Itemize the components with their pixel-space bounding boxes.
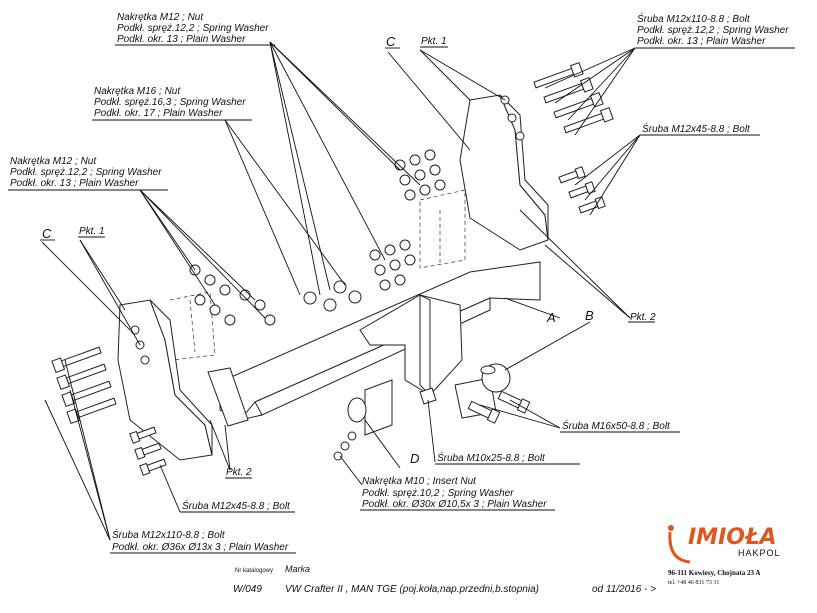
- svg-text:Podkł. okr. Ø36x Ø13x 3 ; Pla: Podkł. okr. Ø36x Ø13x 3 ; Plain Washer: [112, 542, 289, 553]
- label-pkt1-left: Pkt. 1: [79, 226, 105, 237]
- svg-text:Nakrętka M16 ; Nut: Nakrętka M16 ; Nut: [94, 86, 181, 97]
- svg-text:Nakrętka M12 ; Nut: Nakrętka M12 ; Nut: [10, 156, 97, 167]
- socket-support: [359, 294, 463, 397]
- svg-text:Podkł. spręż.10,2 ; Spring Was: Podkł. spręż.10,2 ; Spring Washer: [362, 488, 514, 499]
- date-range: od 11/2016 - >: [592, 584, 656, 595]
- bolts-m16x50: [467, 390, 531, 424]
- label-d: D: [410, 451, 419, 466]
- bolts-m12x110-left: [51, 346, 117, 425]
- label-underlines: [8, 44, 795, 554]
- svg-text:Podkł. spręż.16,3 ; Spring Was: Podkł. spręż.16,3 ; Spring Washer: [94, 97, 246, 108]
- label-pkt2-right: Pkt. 2: [630, 312, 656, 323]
- frame-hidden-lines: [169, 189, 466, 361]
- footer: Nr katalogowy Marka W/049 VW Crafter II …: [233, 564, 656, 595]
- svg-text:Nakrętka M12 ; Nut: Nakrętka M12 ; Nut: [117, 12, 204, 23]
- svg-text:Podkł. okr. 13 ; Plain Washer: Podkł. okr. 13 ; Plain Washer: [117, 34, 246, 45]
- label-c-left: C: [42, 226, 52, 241]
- svg-text:Podkł. spręż.12,2 ; Spring Was: Podkł. spręż.12,2 ; Spring Washer: [117, 23, 269, 34]
- label-pkt1-top: Pkt. 1: [421, 36, 447, 47]
- bolt-m10x25: [419, 387, 437, 405]
- label-nut-m10: Nakrętka M10 ; Insert Nut Podkł. spręż.1…: [362, 476, 547, 510]
- svg-text:Śruba M12x110-8.8 ; Bolt: Śruba M12x110-8.8 ; Bolt: [112, 528, 226, 541]
- svg-text:Podkł. okr. 17 ; Plain Washer: Podkł. okr. 17 ; Plain Washer: [94, 108, 223, 119]
- label-bolt-m16x50: Śruba M16x50-8.8 ; Bolt: [562, 419, 671, 432]
- label-nut-m16: Nakrętka M16 ; Nut Podkł. spręż.16,3 ; S…: [94, 86, 246, 119]
- label-bolt-m12x110-right: Śruba M12x110-8.8 ; Bolt Podkł. spręż.12…: [637, 12, 789, 47]
- svg-text:Nakrętka M10 ; Insert Nut: Nakrętka M10 ; Insert Nut: [362, 476, 477, 487]
- svg-text:Podkł. spręż.12,2 ; Spring Was: Podkł. spręż.12,2 ; Spring Washer: [637, 25, 789, 36]
- label-bolt-m10x25: Śruba M10x25-8.8 ; Bolt: [437, 451, 546, 464]
- socket-plate: [347, 379, 393, 436]
- label-bolt-m12x45-left: Śruba M12x45-8.8 ; Bolt: [182, 499, 291, 512]
- nut-m10-stack: [333, 431, 357, 461]
- label-nut-m12-left: Nakrętka M12 ; Nut Podkł. spręż.12,2 ; S…: [10, 156, 162, 189]
- svg-text:Nr katalogowy: Nr katalogowy: [235, 568, 273, 574]
- label-a: A: [546, 310, 556, 325]
- label-pkt2-left: Pkt. 2: [226, 467, 252, 478]
- label-b: B: [585, 308, 594, 323]
- label-bolt-m12x45-right: Śruba M12x45-8.8 ; Bolt: [642, 122, 751, 135]
- nuts-m16: [303, 280, 362, 312]
- svg-text:Podkł. okr. 13 ; Plain Washer: Podkł. okr. 13 ; Plain Washer: [637, 36, 766, 47]
- bolts-m12x45-left: [129, 426, 167, 476]
- bolts-m12x45-right: [558, 166, 606, 214]
- nuts-right: [369, 95, 525, 291]
- label-c-top: C: [386, 34, 396, 49]
- svg-text:HAKPOL: HAKPOL: [738, 548, 781, 558]
- svg-text:Marka: Marka: [285, 564, 310, 574]
- leader-lines: [41, 41, 641, 541]
- left-bracket: [117, 299, 249, 461]
- right-bracket: [459, 94, 549, 251]
- svg-text:Podkł. spręż.12,2 ; Spring Was: Podkł. spręż.12,2 ; Spring Washer: [10, 167, 162, 178]
- company-logo: IMIOŁA HAKPOL: [668, 525, 781, 564]
- svg-text:IMIOŁA: IMIOŁA: [688, 525, 777, 550]
- vehicle-name: VW Crafter II , MAN TGE (poj.koła,nap.pr…: [285, 584, 539, 595]
- company-address: 96-111 Kowiesy, Chojnata 23 A: [668, 569, 760, 577]
- bolts-m12x110-right: [533, 61, 614, 134]
- catalog-number: W/049: [233, 584, 262, 595]
- label-nut-m12-right: Nakrętka M12 ; Nut Podkł. spręż.12,2 ; S…: [117, 12, 269, 45]
- label-bolt-m12x110-left: Śruba M12x110-8.8 ; Bolt Podkł. okr. Ø36…: [112, 528, 289, 553]
- svg-text:Podkł. okr. Ø30x Ø10,5x 3 ; P: Podkł. okr. Ø30x Ø10,5x 3 ; Plain Washer: [362, 499, 547, 510]
- company-phone: tel. +48 46 831 73 31: [668, 580, 719, 586]
- svg-text:Podkł. okr. 13 ; Plain Washer: Podkł. okr. 13 ; Plain Washer: [10, 178, 139, 189]
- svg-text:Śruba M12x110-8.8 ; Bolt: Śruba M12x110-8.8 ; Bolt: [637, 12, 751, 25]
